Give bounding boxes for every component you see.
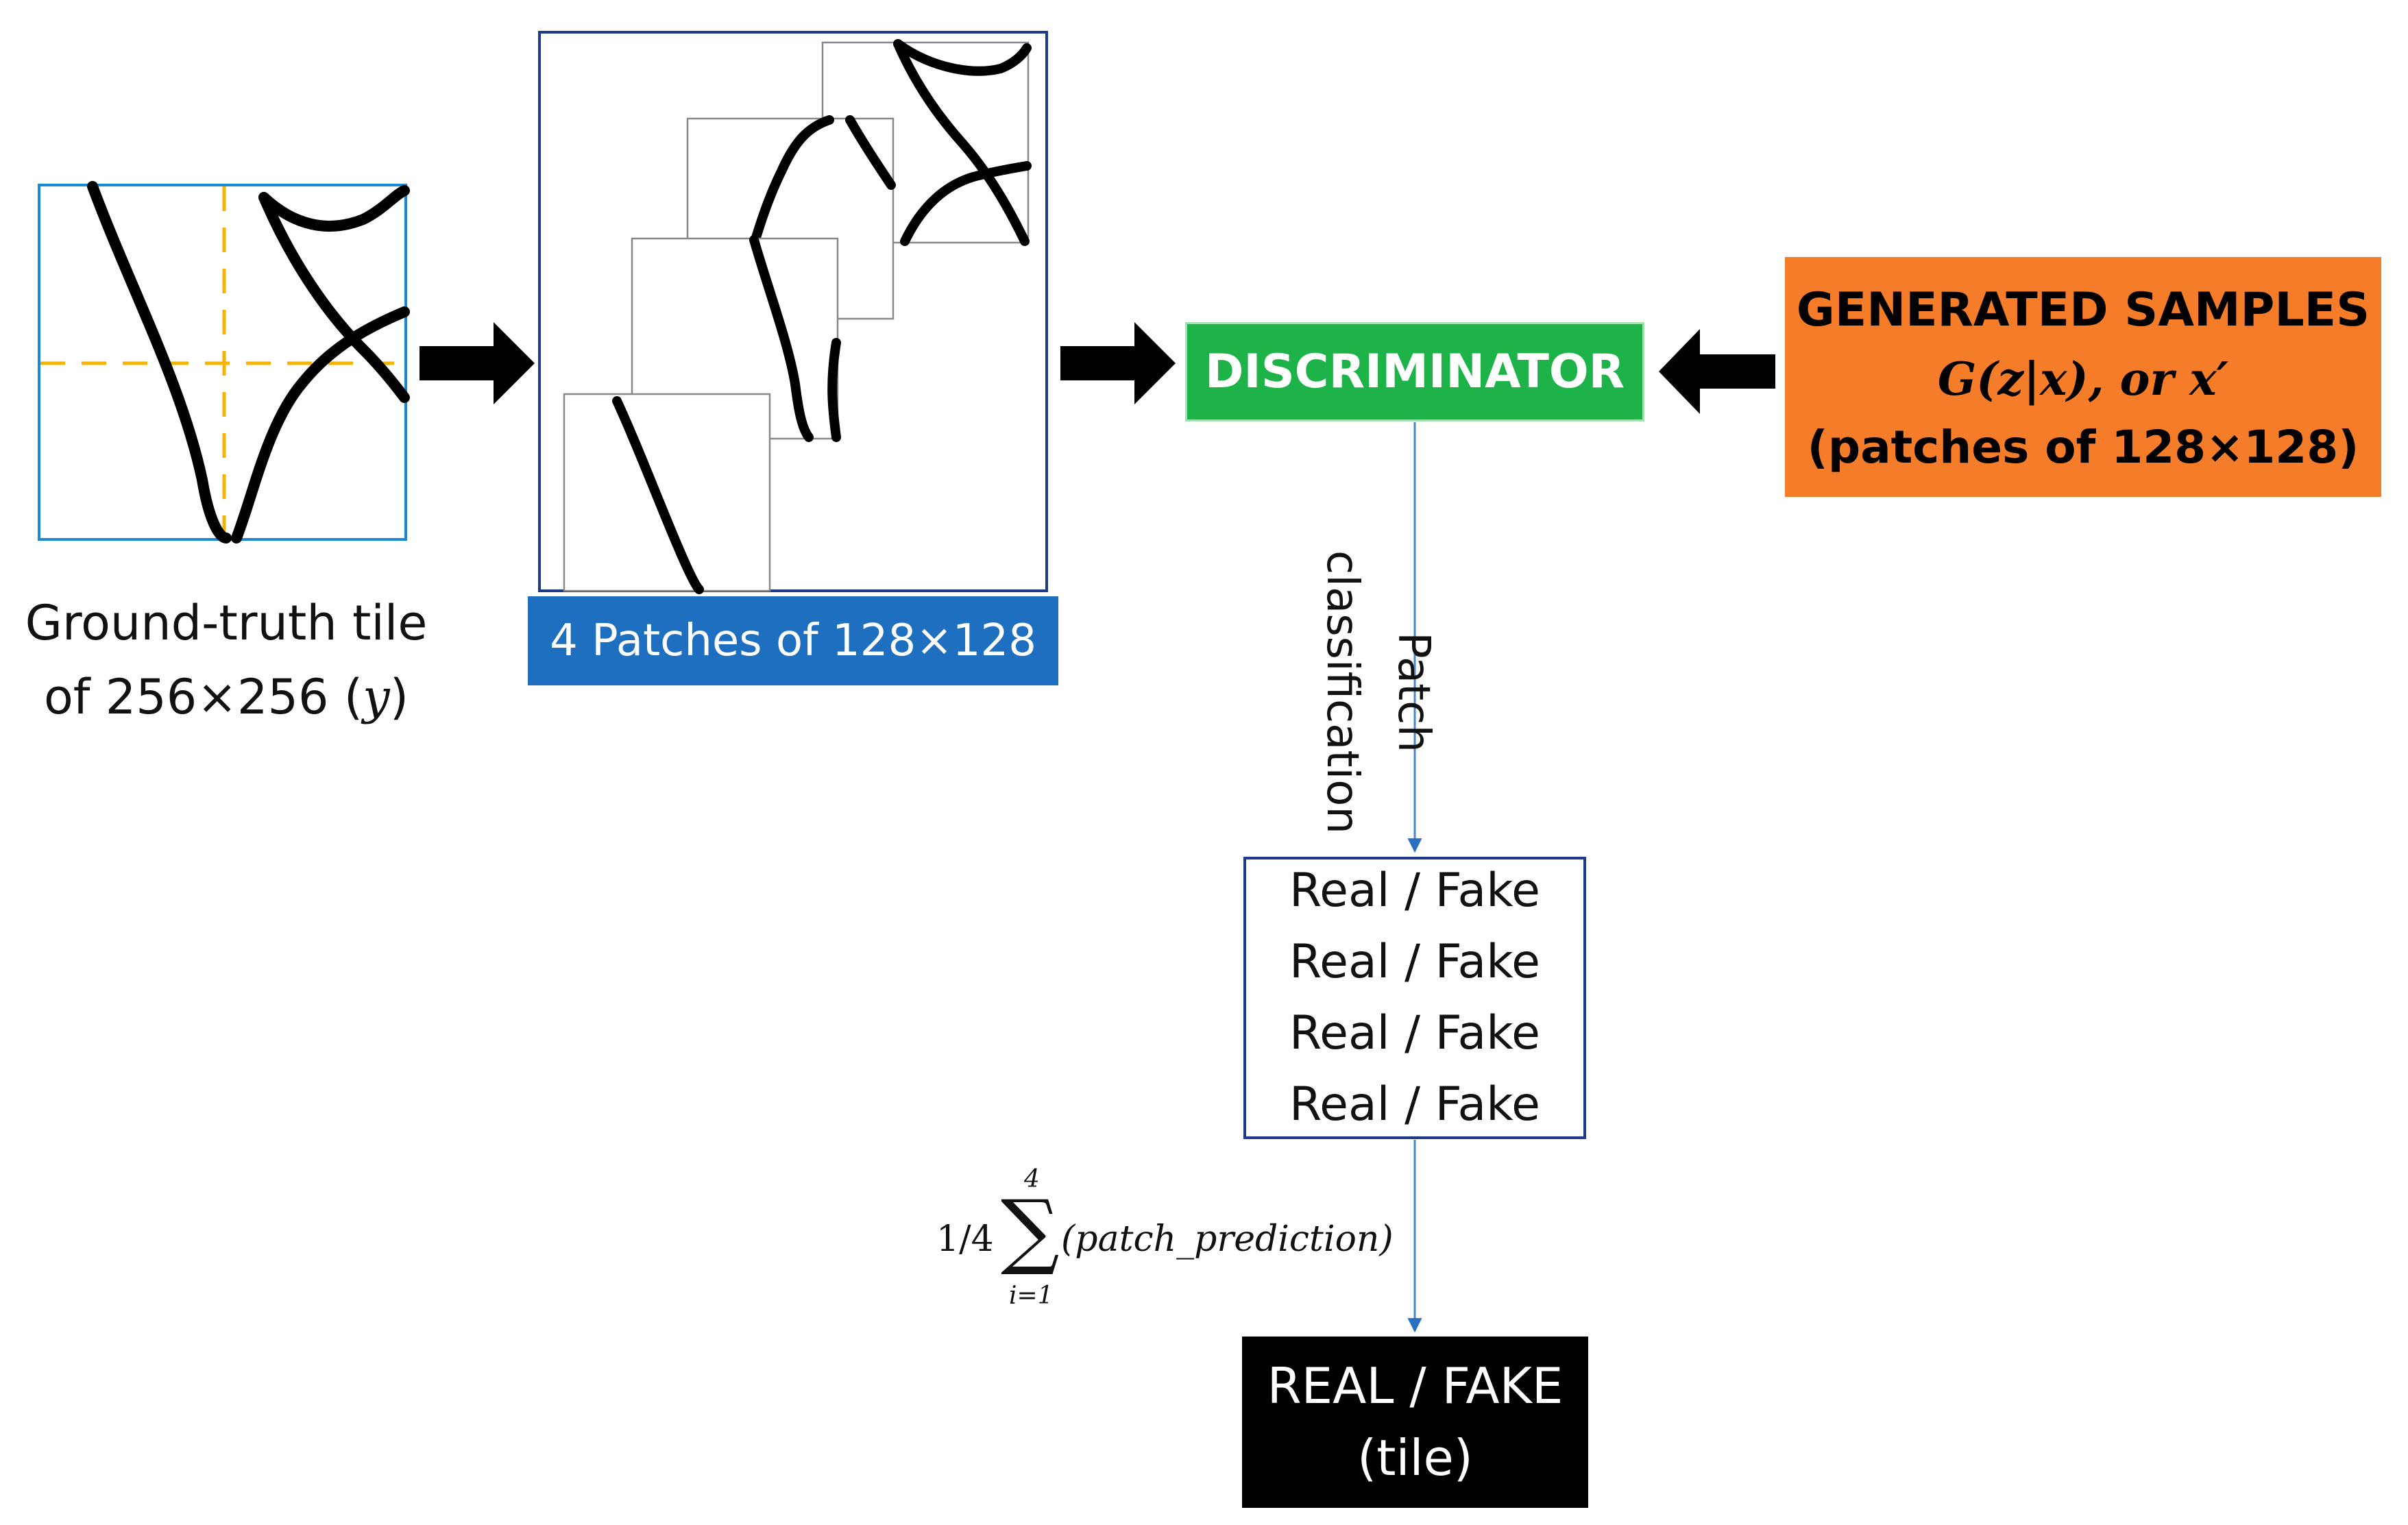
arrow-to-patches <box>419 322 535 404</box>
caption-variable: y <box>363 669 390 725</box>
final-output-line2: (tile) <box>1357 1429 1473 1487</box>
final-output-box: REAL / FAKE (tile) <box>1242 1337 1588 1508</box>
caption-size: of 256×256 ( <box>43 669 363 725</box>
ground-truth-caption-line1: Ground-truth tile <box>25 595 428 651</box>
formula-upper-limit: 4 <box>1024 1165 1040 1193</box>
formula-lower-limit: i=1 <box>1009 1282 1054 1310</box>
ground-truth-caption-line2: of 256×256 (y) <box>7 660 446 734</box>
patches-panel <box>538 31 1048 594</box>
caption-paren: ) <box>389 669 409 725</box>
patch-predictions-box: Real / Fake Real / Fake Real / Fake Real… <box>1243 857 1586 1139</box>
aggregation-formula: 1/4 4 ∑ i=1 (patch_prediction) <box>932 1165 1412 1316</box>
patch-prediction-row: Real / Fake <box>1289 1077 1541 1132</box>
patch-1 <box>563 393 771 594</box>
ground-truth-tile <box>38 181 410 544</box>
formula-coefficient: 1/4 <box>936 1219 994 1260</box>
generated-samples-box: GENERATED SAMPLES G(z|x), or x′ (patches… <box>1785 257 2381 497</box>
patch-prediction-row: Real / Fake <box>1289 935 1541 989</box>
generated-samples-formula: G(z|x), or x′ <box>1937 352 2229 406</box>
patch-classification-line1: Patch <box>1388 632 1439 753</box>
ground-truth-caption: Ground-truth tile of 256×256 (y) <box>7 586 446 734</box>
generated-samples-note: (patches of 128×128) <box>1807 421 2359 474</box>
tile-road-lines <box>87 181 410 544</box>
formula-body: (patch_prediction) <box>1061 1219 1394 1260</box>
discriminator-box: DISCRIMINATOR <box>1185 322 1644 422</box>
patch-prediction-row: Real / Fake <box>1289 864 1541 918</box>
generated-samples-title: GENERATED SAMPLES <box>1796 283 2370 337</box>
patch-prediction-row: Real / Fake <box>1289 1006 1541 1060</box>
arrow-to-discriminator <box>1060 322 1176 404</box>
formula-sigma: ∑ <box>1001 1183 1060 1278</box>
arrow-from-generated <box>1659 329 1775 414</box>
patches-label: 4 Patches of 128×128 <box>528 596 1058 685</box>
patch-classification-line2: classification <box>1317 550 1367 834</box>
final-output-line1: REAL / FAKE <box>1267 1357 1564 1415</box>
